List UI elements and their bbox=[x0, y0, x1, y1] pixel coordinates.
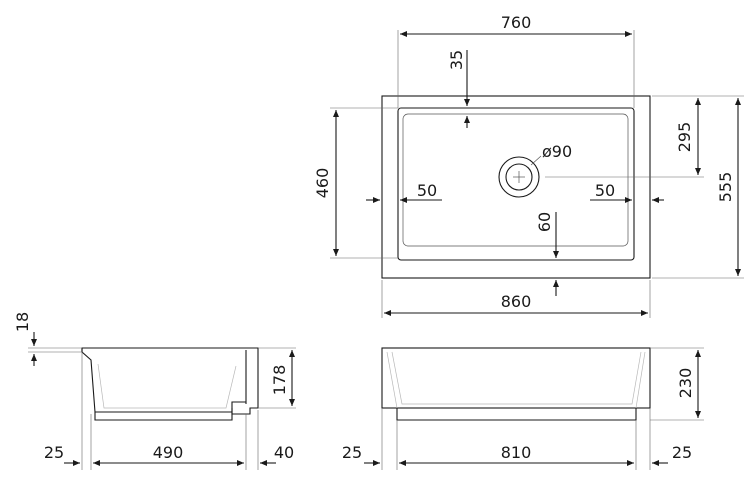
dim-overall-width: 860 bbox=[381, 280, 651, 318]
dim-side-right-offset-label: 40 bbox=[274, 443, 294, 462]
dim-front-left-offset-label: 25 bbox=[342, 443, 362, 462]
front-outer-outline bbox=[381, 347, 651, 409]
dim-front-right-offset-label: 25 bbox=[672, 443, 692, 462]
dim-top-width-label: 760 bbox=[501, 13, 532, 32]
dim-side-left-offset-label: 25 bbox=[44, 443, 64, 462]
dim-front-height-label: 230 bbox=[676, 368, 695, 399]
plan-view bbox=[381, 95, 651, 279]
waste-inner-circle bbox=[505, 163, 533, 191]
dim-bowl-depth-label: 460 bbox=[313, 168, 332, 199]
dim-side-height-label: 178 bbox=[270, 365, 289, 396]
plan-bowl-outline bbox=[402, 113, 629, 247]
dim-overall-width-label: 860 bbox=[501, 292, 532, 311]
dim-side-height: 178 bbox=[258, 347, 296, 409]
plan-outer-outline bbox=[381, 95, 651, 279]
dim-side-right-label: 50 bbox=[595, 181, 615, 200]
dim-front-bottom: 25 810 25 bbox=[342, 408, 692, 470]
dim-rim-thickness-label: 18 bbox=[13, 312, 32, 332]
dim-waste-leader bbox=[530, 155, 542, 166]
front-inner-bowl bbox=[391, 351, 642, 405]
side-step bbox=[231, 401, 246, 412]
dim-front-height: 230 bbox=[650, 347, 704, 421]
dim-rim-thickness: 18 bbox=[13, 312, 82, 366]
side-view bbox=[81, 347, 259, 421]
dim-side-length-label: 490 bbox=[153, 443, 184, 462]
dim-side-left-label: 50 bbox=[417, 181, 437, 200]
waste-outer-circle bbox=[498, 156, 540, 198]
dim-overall-depth-label: 555 bbox=[716, 172, 735, 203]
dim-waste-from-back-label: 295 bbox=[675, 122, 694, 153]
side-base bbox=[94, 412, 233, 421]
dim-side-right: 50 bbox=[590, 181, 664, 203]
dim-waste-diameter: ø90 bbox=[530, 142, 572, 166]
dim-front-wall: 60 bbox=[535, 212, 559, 296]
dim-waste-from-back: 295 bbox=[545, 95, 704, 178]
dim-rim-offset: 35 bbox=[447, 50, 470, 128]
dim-top-width: 760 bbox=[397, 13, 635, 108]
dim-front-wall-label: 60 bbox=[535, 212, 554, 232]
dim-waste-diameter-label: ø90 bbox=[542, 142, 572, 161]
dim-side-bottom: 25 490 40 bbox=[44, 352, 294, 470]
dim-side-left: 50 bbox=[366, 181, 442, 203]
dim-overall-depth: 555 bbox=[652, 95, 744, 279]
front-inner-left bbox=[386, 351, 398, 409]
plan-rim-outline bbox=[397, 107, 635, 261]
front-base bbox=[396, 408, 637, 421]
front-view bbox=[381, 347, 651, 421]
front-inner-right bbox=[635, 351, 646, 409]
dim-front-base-width-label: 810 bbox=[501, 443, 532, 462]
side-inner-bowl bbox=[97, 363, 237, 409]
dim-bowl-depth: 460 bbox=[313, 107, 398, 259]
dim-rim-offset-label: 35 bbox=[447, 50, 466, 70]
